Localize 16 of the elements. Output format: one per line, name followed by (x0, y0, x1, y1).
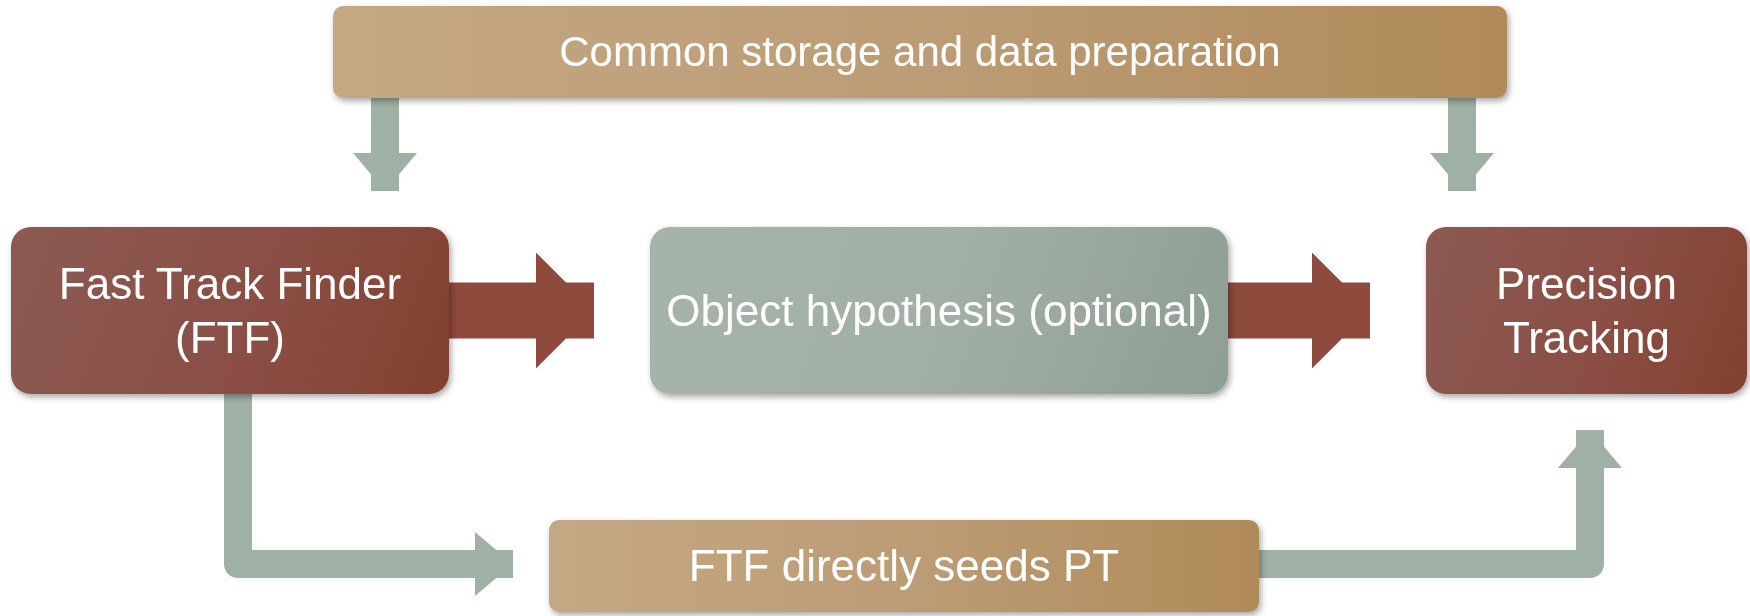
process-box (11, 227, 449, 394)
banner-box (333, 6, 1507, 98)
process-box (1426, 227, 1747, 394)
arrow (353, 98, 417, 191)
process-box (650, 227, 1228, 394)
node-label: Common storage and data preparation (559, 27, 1281, 78)
arrow (224, 394, 513, 596)
banner-box (549, 520, 1259, 612)
node-label: Precision Tracking (1495, 257, 1678, 364)
arrow (449, 252, 594, 369)
arrow (1259, 430, 1622, 578)
arrow (1430, 98, 1494, 191)
node-label: Object hypothesis (optional) (666, 284, 1212, 337)
node-label: Fast Track Finder (FTF) (57, 257, 403, 364)
node-label: FTF directly seeds PT (688, 540, 1120, 593)
arrow (1228, 252, 1370, 369)
